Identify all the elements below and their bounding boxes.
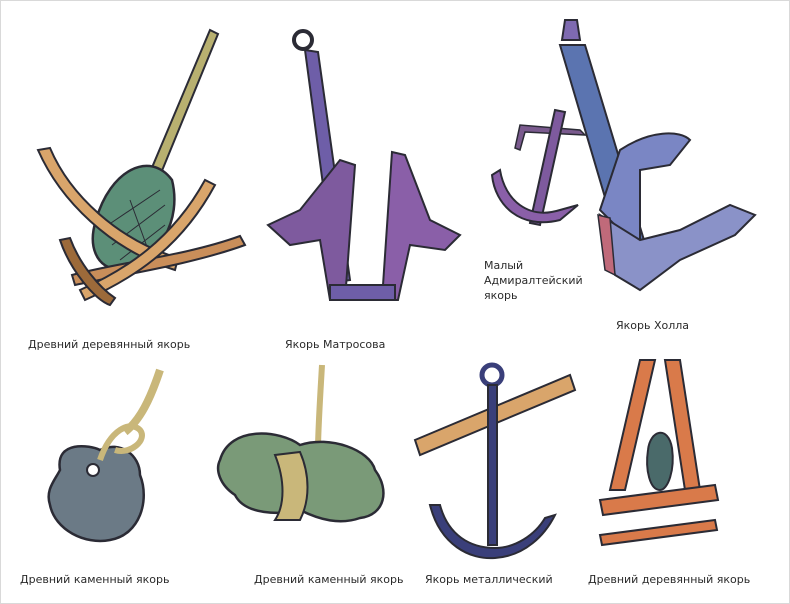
caption-ancient-wooden-anchor-2: Древний деревянный якорь bbox=[588, 573, 751, 586]
ancient-stone-anchor-1-illustration bbox=[47, 368, 164, 543]
caption-small-admiralty-anchor: Малый Адмиралтейский якорь bbox=[484, 259, 583, 302]
caption-matrosov-anchor: Якорь Матросова bbox=[285, 338, 386, 351]
caption-hall-anchor: Якорь Холла bbox=[616, 319, 690, 332]
matrosov-anchor-illustration bbox=[266, 29, 462, 301]
ancient-stone-anchor-2-illustration bbox=[216, 364, 385, 523]
hall-anchor-illustration bbox=[558, 19, 757, 292]
caption-metal-anchor: Якорь металлический bbox=[425, 573, 553, 586]
small-admiralty-anchor-illustration bbox=[490, 108, 587, 227]
ancient-wooden-anchor-illustration bbox=[36, 28, 247, 307]
caption-ancient-stone-anchor-1: Древний каменный якорь bbox=[20, 573, 170, 586]
metal-anchor-illustration bbox=[413, 362, 577, 560]
caption-ancient-wooden-anchor-1: Древний деревянный якорь bbox=[28, 338, 191, 351]
caption-ancient-stone-anchor-2: Древний каменный якорь bbox=[254, 573, 404, 586]
ancient-wooden-anchor-2-illustration bbox=[598, 359, 720, 547]
